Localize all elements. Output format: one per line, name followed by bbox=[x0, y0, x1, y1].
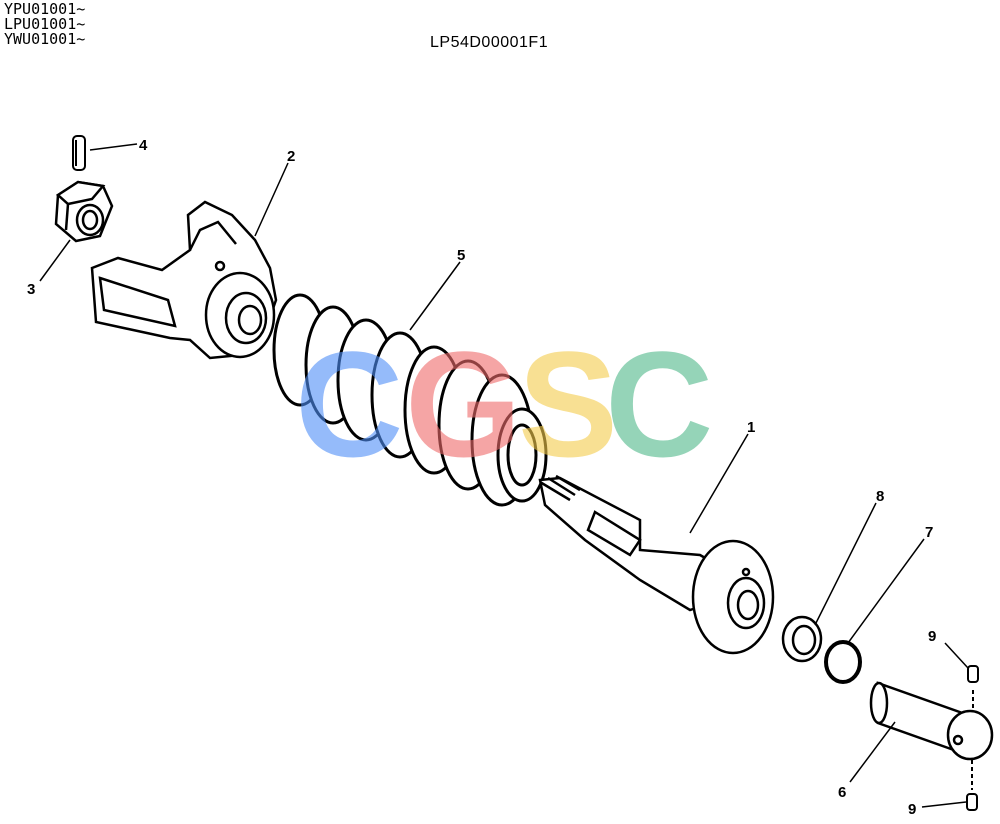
part-2-yoke bbox=[90, 200, 278, 360]
callout-1: 1 bbox=[747, 419, 755, 436]
drawing-code: LP54D00001F1 bbox=[430, 34, 549, 51]
serial-range-1: YPU01001~ bbox=[4, 0, 86, 18]
watermark-logo: C G S C bbox=[295, 320, 713, 488]
part-1-rod bbox=[538, 474, 775, 655]
callout-6: 6 bbox=[838, 784, 846, 801]
part-4-pin bbox=[72, 135, 86, 171]
watermark-letter-g: G bbox=[405, 320, 522, 488]
callout-9-upper: 9 bbox=[928, 628, 936, 645]
leader-lines bbox=[39, 143, 969, 808]
callout-8: 8 bbox=[876, 488, 884, 505]
part-8-washer bbox=[781, 615, 823, 663]
serial-range-3: YWU01001~ bbox=[4, 30, 86, 48]
part-7-o-ring bbox=[824, 640, 862, 684]
part-5-spring bbox=[272, 293, 548, 507]
part-6-shaft bbox=[869, 681, 994, 761]
part-9-pins bbox=[966, 665, 979, 811]
watermark-letter-c2: C bbox=[605, 320, 713, 488]
serial-range-2: LPU01001~ bbox=[4, 15, 86, 33]
watermark-letter-c1: C bbox=[295, 320, 403, 488]
callout-5: 5 bbox=[457, 247, 465, 264]
watermark-letter-s: S bbox=[518, 320, 618, 488]
serial-range-list: YPU01001~ LPU01001~ YWU01001~ bbox=[4, 2, 85, 47]
callout-9-lower: 9 bbox=[908, 801, 916, 818]
callout-3: 3 bbox=[27, 281, 35, 298]
callout-7: 7 bbox=[925, 524, 933, 541]
callout-4: 4 bbox=[139, 137, 148, 154]
callout-2: 2 bbox=[287, 148, 295, 165]
part-3-nut bbox=[54, 180, 114, 243]
